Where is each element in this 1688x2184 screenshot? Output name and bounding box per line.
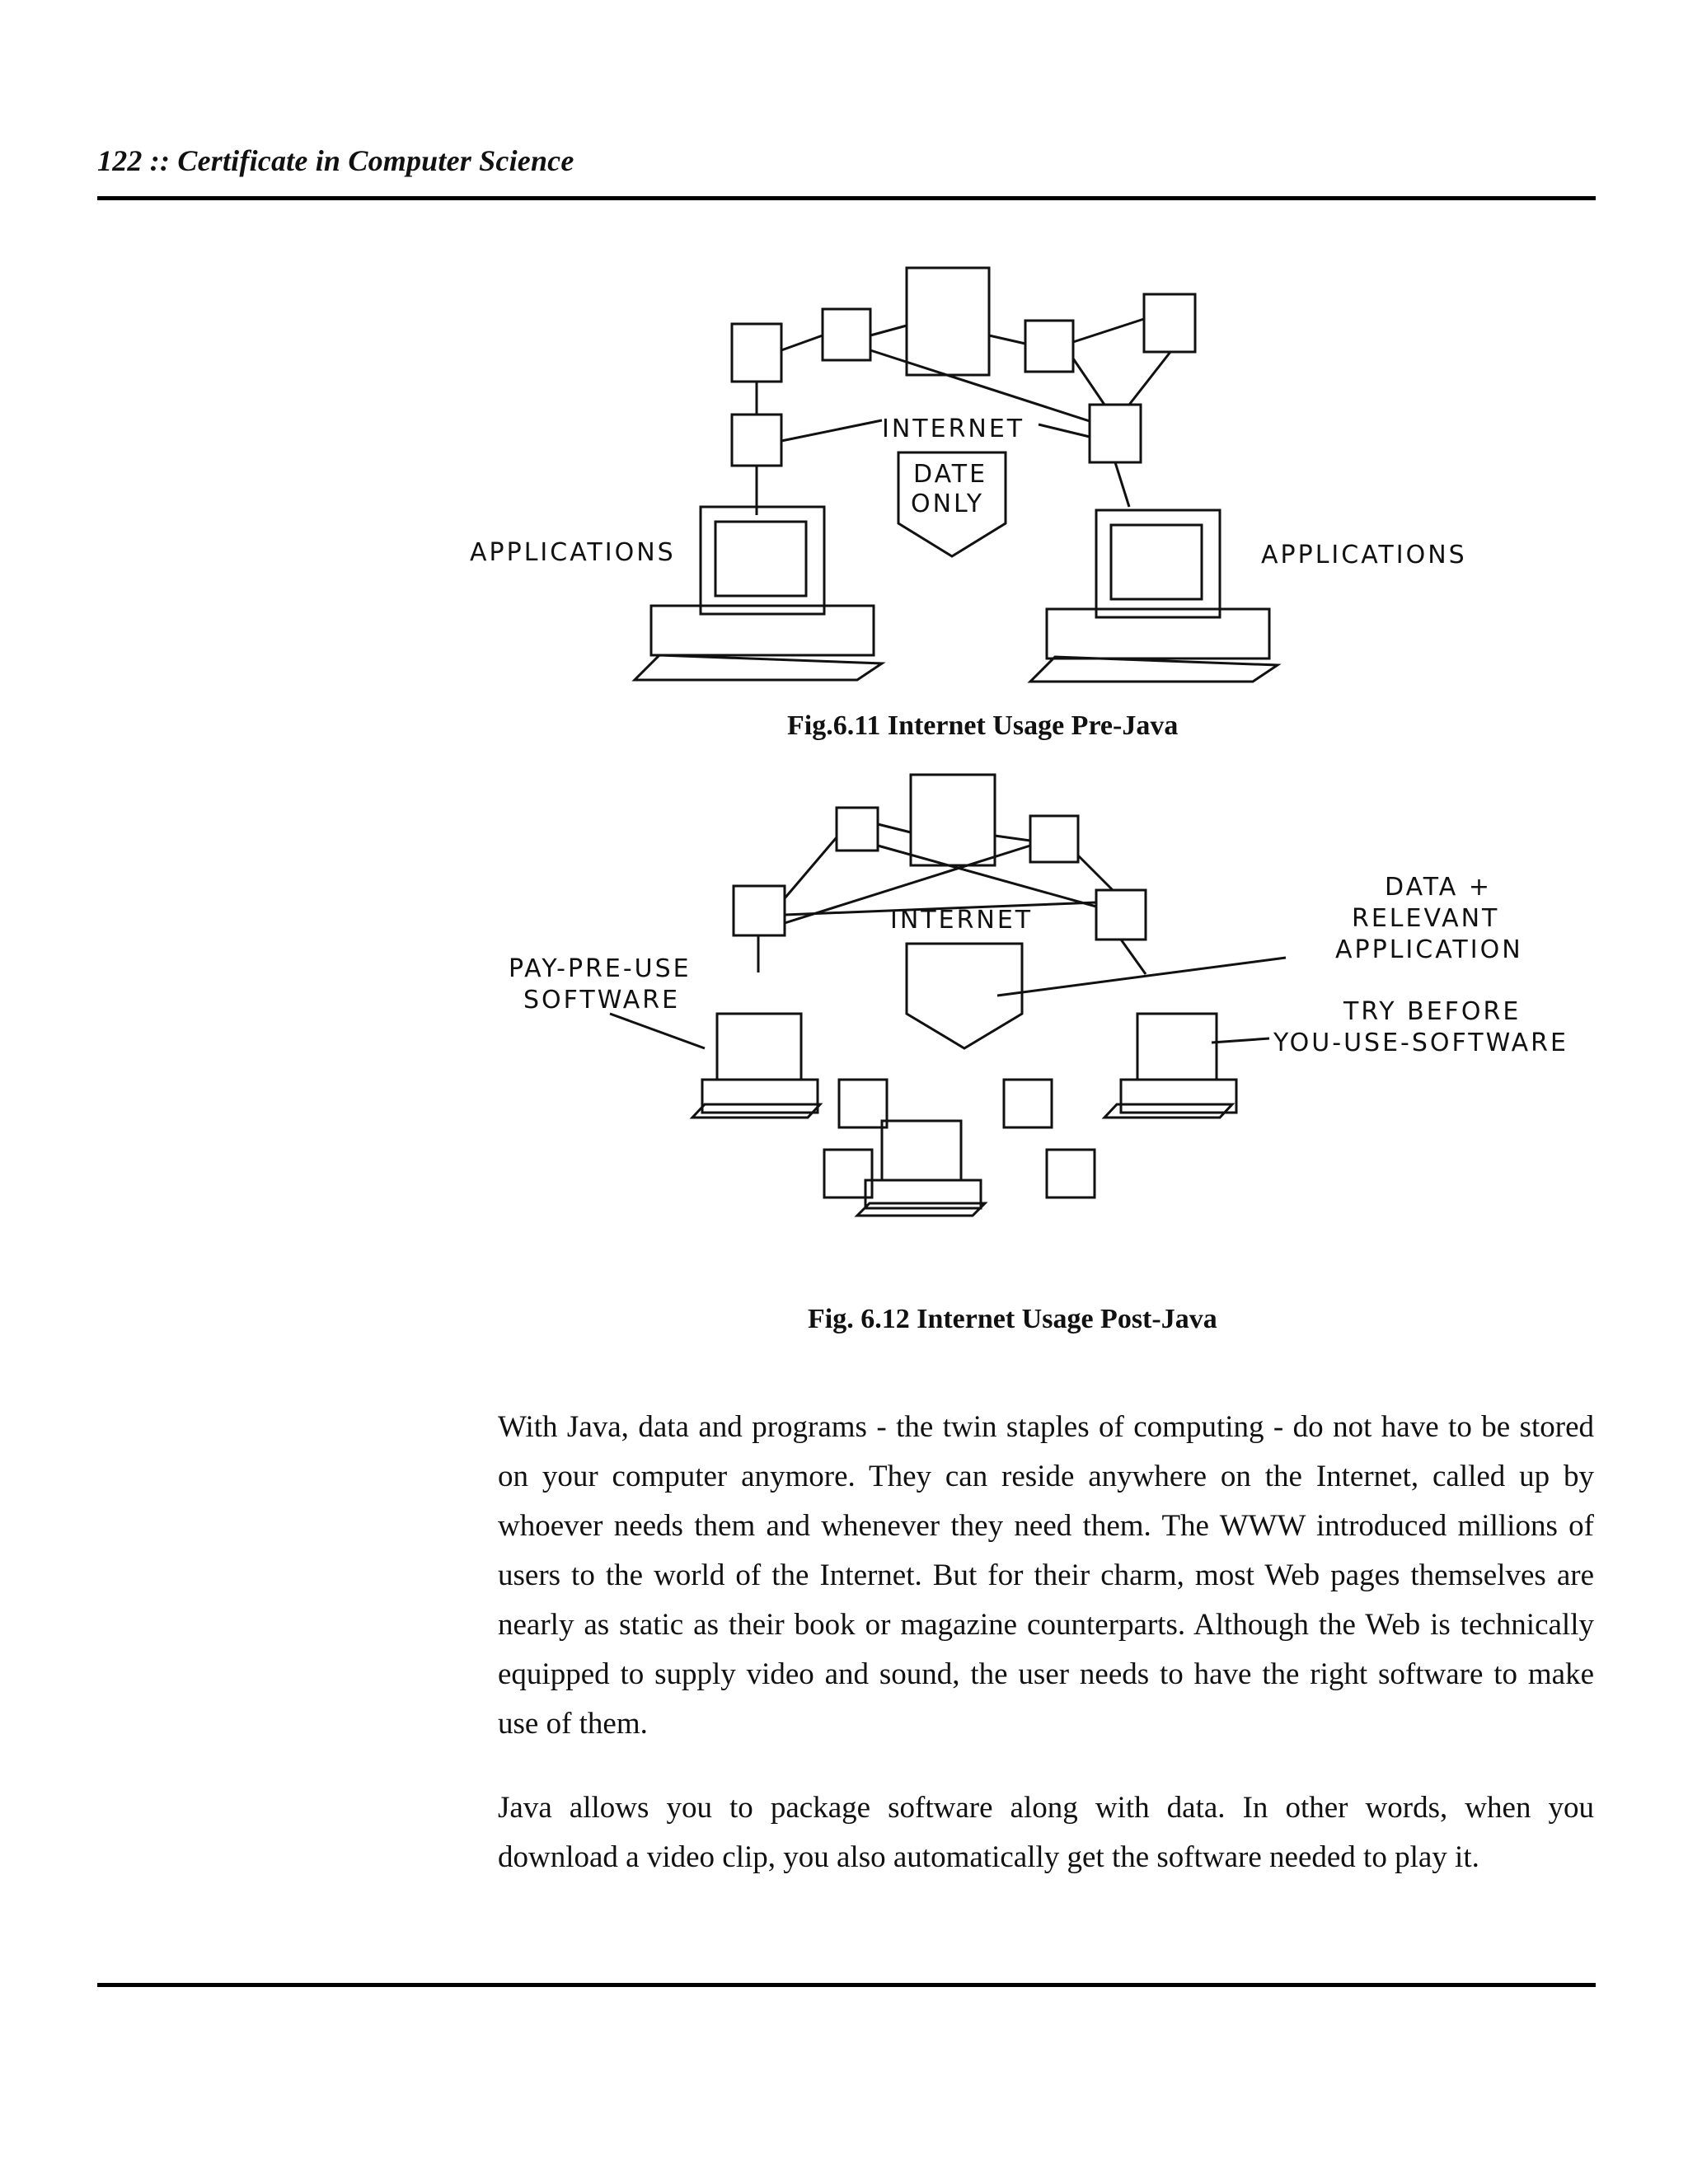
network-node	[835, 806, 879, 852]
figure-internet-post-java: INTERNET DATA + RELEVANT APPLICATION PAY…	[495, 766, 1615, 1228]
keyboard	[854, 1202, 988, 1217]
computer-base	[649, 604, 875, 657]
data-relevant-label-line1: DATA +	[1385, 873, 1492, 902]
computer-monitor	[1095, 509, 1221, 619]
data-only-label-line2: ONLY	[911, 490, 984, 518]
try-before-label-line1: TRY BEFORE	[1343, 997, 1521, 1026]
try-before-label-line2: YOU-USE-SOFTWARE	[1273, 1029, 1568, 1057]
software-box	[1045, 1148, 1096, 1199]
body-paragraph: With Java, data and programs - the twin …	[498, 1410, 1594, 1741]
network-node	[821, 307, 872, 362]
computer-base	[1045, 607, 1271, 660]
computer-base	[1119, 1078, 1238, 1114]
diagram-post-java: INTERNET DATA + RELEVANT APPLICATION PAY…	[509, 773, 1568, 1217]
keyboard	[689, 1103, 823, 1119]
software-box	[823, 1148, 874, 1199]
body-paragraph: Java allows you to package software alon…	[498, 1791, 1594, 1874]
network-node	[1095, 888, 1147, 941]
computer-monitor	[699, 505, 826, 616]
network-node	[1142, 293, 1197, 354]
pay-pre-use-label-line2: SOFTWARE	[523, 986, 680, 1015]
figure-internet-pre-java: INTERNET DATE ONLY APPLICATIONS APPLICAT…	[470, 260, 1492, 705]
keyboard	[1101, 1103, 1236, 1119]
footer-rule	[97, 1983, 1596, 1987]
pay-pre-use-label-line1: PAY-PRE-USE	[509, 954, 692, 983]
applications-label-right: APPLICATIONS	[1261, 541, 1467, 569]
network-node	[909, 773, 996, 867]
internet-label: INTERNET	[882, 415, 1025, 443]
network-node	[1024, 319, 1075, 373]
data-relevant-label-line2: RELEVANT	[1352, 904, 1499, 933]
computer-monitor	[1136, 1012, 1218, 1081]
internet-label: INTERNET	[890, 906, 1033, 935]
network-node	[730, 413, 783, 467]
software-box	[837, 1078, 889, 1129]
keyboard	[631, 654, 886, 682]
applications-label-left: APPLICATIONS	[470, 538, 676, 567]
header-rule	[97, 196, 1596, 200]
computer-base	[701, 1078, 819, 1114]
network-node	[732, 884, 786, 937]
computer-base	[864, 1179, 982, 1210]
figure-caption: Fig.6.11 Internet Usage Pre-Java	[787, 710, 1179, 741]
software-box	[1002, 1078, 1053, 1129]
diagram-pre-java: INTERNET DATE ONLY APPLICATIONS APPLICAT…	[470, 266, 1467, 683]
computer-monitor	[715, 1012, 803, 1081]
network-node	[1029, 814, 1080, 864]
network-node	[730, 322, 783, 383]
keyboard	[1027, 655, 1282, 683]
network-node	[1088, 403, 1142, 464]
running-head: 122 :: Certificate in Computer Science	[97, 144, 574, 177]
computer-monitor	[880, 1119, 963, 1182]
figure-caption: Fig. 6.12 Internet Usage Post-Java	[808, 1304, 1217, 1334]
data-relevant-label-line3: APPLICATION	[1335, 935, 1523, 964]
data-only-label-line1: DATE	[913, 460, 987, 489]
network-node	[905, 266, 991, 377]
